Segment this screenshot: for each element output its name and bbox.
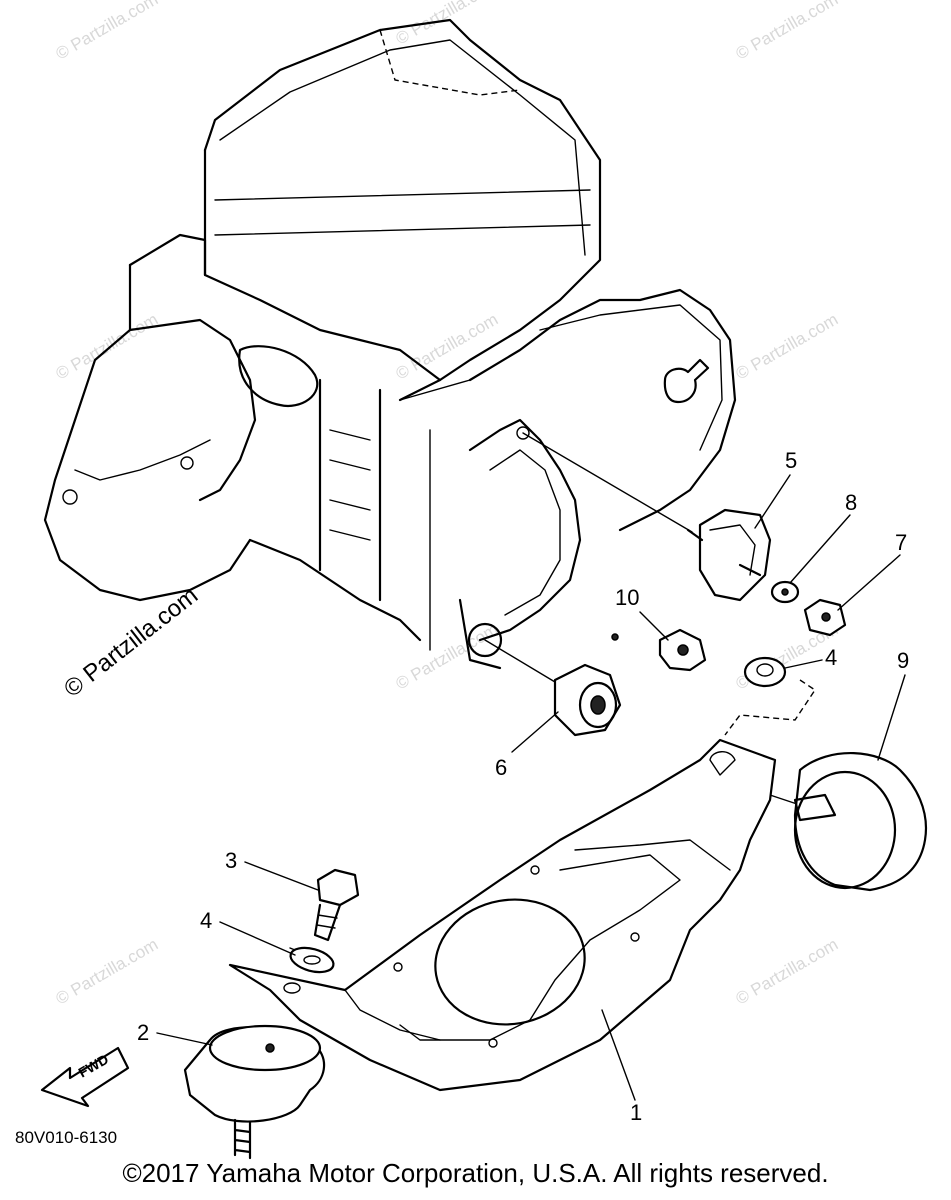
- watermark: © Partzilla.com: [733, 310, 842, 384]
- watermark: © Partzilla.com: [53, 310, 162, 384]
- watermark-main: © Partzilla.com: [59, 582, 203, 703]
- fwd-arrow-icon: FWD: [40, 1046, 130, 1108]
- watermark: © Partzilla.com: [733, 935, 842, 1009]
- copyright-notice: ©2017 Yamaha Motor Corporation, U.S.A. A…: [122, 1158, 829, 1188]
- part-8-washer: [770, 580, 800, 604]
- watermark: © Partzilla.com: [393, 310, 502, 384]
- label-3: 3: [225, 848, 237, 873]
- part-9-mount: [793, 751, 928, 892]
- label-10: 10: [615, 585, 639, 610]
- label-4-lower: 4: [200, 908, 212, 933]
- engine-outline: [43, 18, 737, 670]
- label-7: 7: [895, 530, 907, 555]
- part-4-washer-lower: [289, 946, 335, 974]
- part-7-nut: [803, 598, 847, 637]
- part-3-bolt: [313, 868, 360, 942]
- diagram-code: 80V010-6130: [15, 1128, 117, 1147]
- watermark: © Partzilla.com: [53, 935, 162, 1009]
- part-5-damper: [686, 508, 772, 602]
- watermark: © Partzilla.com: [53, 0, 162, 63]
- label-2: 2: [137, 1020, 149, 1045]
- part-labels: 1 2 3 4 4 5 6 7 8 9 10: [137, 448, 909, 1125]
- label-1: 1: [630, 1100, 642, 1125]
- label-6: 6: [495, 755, 507, 780]
- part-1-bracket: [228, 738, 777, 1092]
- part-4-washer-upper: [743, 656, 787, 688]
- watermark: © Partzilla.com: [733, 0, 842, 63]
- label-9: 9: [897, 648, 909, 673]
- part-6-bushing: [553, 663, 622, 737]
- part-10-nut: [658, 628, 707, 672]
- label-4-upper: 4: [825, 645, 837, 670]
- part-2-mount: [183, 1024, 326, 1160]
- label-8: 8: [845, 490, 857, 515]
- label-5: 5: [785, 448, 797, 473]
